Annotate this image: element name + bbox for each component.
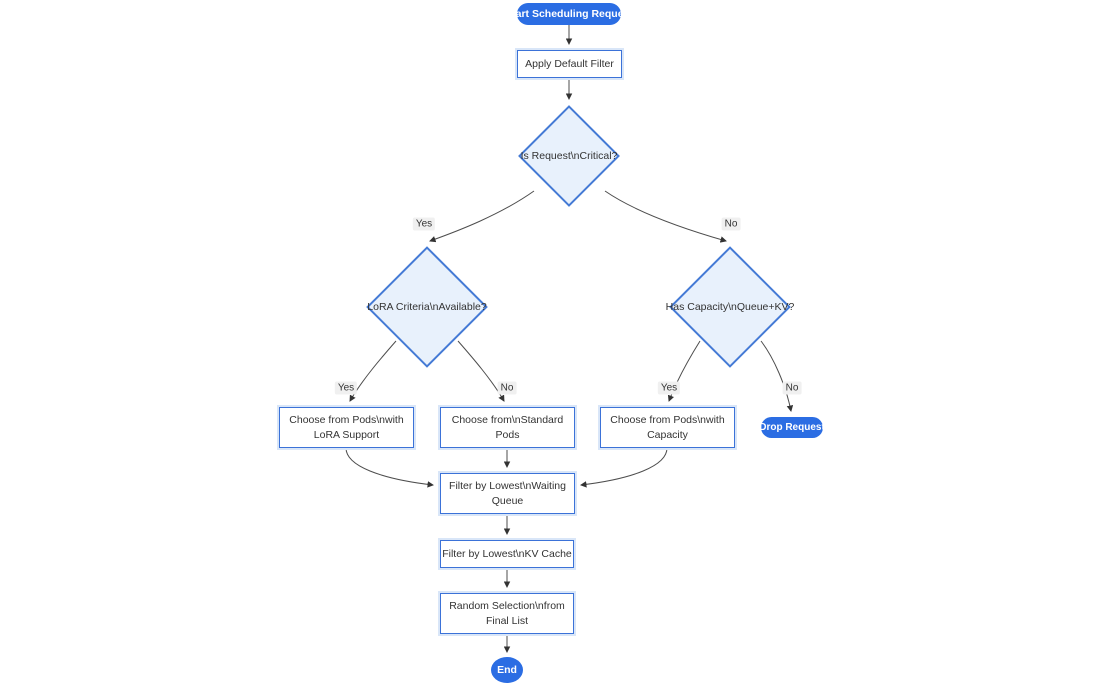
node-choose-standard-pods: Choose from\nStandard Pods <box>438 405 577 450</box>
node-has-capacity-queue-kv: Has Capacity\nQueue+KV? <box>665 246 795 368</box>
edge-label-lora-yes: Yes <box>334 381 358 395</box>
edge-is-critical-yes-to-lora <box>429 190 535 243</box>
node-drop-request: Drop Request <box>759 417 825 438</box>
node-apply-default-filter: Apply Default Filter <box>515 48 624 80</box>
edge-label-capacity-no: No <box>782 381 802 395</box>
node-filter-lowest-waiting-queue: Filter by Lowest\nWaiting Queue <box>438 471 577 516</box>
diamond-label: Has Capacity\nQueue+KV? <box>665 300 795 313</box>
edge-capacity-yes-to-choose-capacity <box>667 340 701 402</box>
node-end: End <box>491 657 523 683</box>
node-filter-lowest-kv-cache: Filter by Lowest\nKV Cache <box>438 538 576 570</box>
node-lora-criteria-available: LoRA Criteria\nAvailable? <box>366 246 488 368</box>
node-choose-pods-lora-support: Choose from Pods\nwith LoRA Support <box>277 405 416 450</box>
node-random-selection-final-list: Random Selection\nfrom Final List <box>438 591 576 636</box>
edge-label-capacity-yes: Yes <box>657 381 681 395</box>
edge-capacity-no-to-drop <box>760 340 794 412</box>
edge-choose-lora-to-filter-queue <box>345 447 434 488</box>
node-is-request-critical: Is Request\nCritical? <box>518 105 620 207</box>
edge-is-critical-no-to-capacity <box>604 190 727 243</box>
edge-lora-yes-to-choose-lora <box>349 340 397 402</box>
diamond-label: LoRA Criteria\nAvailable? <box>367 300 487 313</box>
edge-choose-capacity-to-filter-queue <box>580 447 668 488</box>
diamond-label: Is Request\nCritical? <box>520 149 618 162</box>
edge-label-critical-yes: Yes <box>412 217 436 231</box>
edge-label-lora-no: No <box>497 381 517 395</box>
node-choose-pods-capacity: Choose from Pods\nwith Capacity <box>598 405 737 450</box>
edge-lora-no-to-choose-standard <box>457 340 505 402</box>
edge-label-critical-no: No <box>721 217 741 231</box>
node-start: Start Scheduling Request <box>505 3 633 25</box>
